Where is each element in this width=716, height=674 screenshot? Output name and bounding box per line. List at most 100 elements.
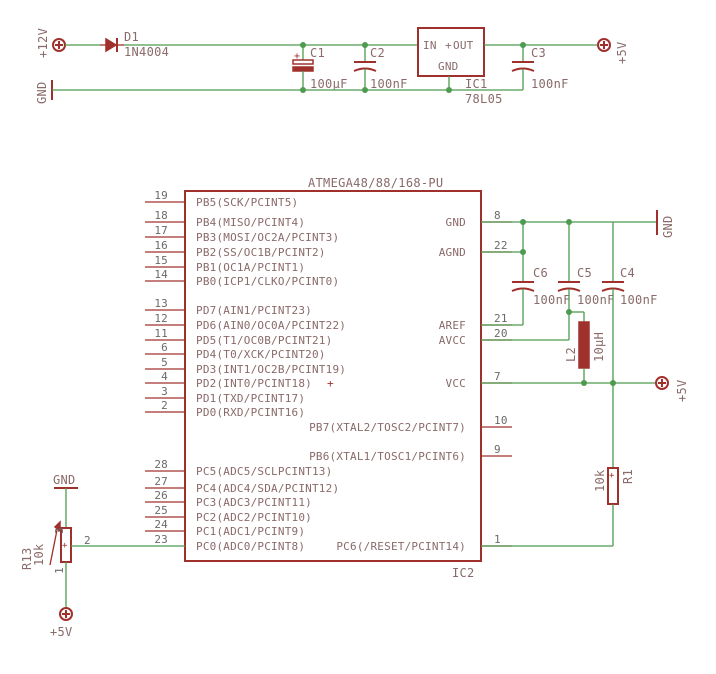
ic2-pin-label: PC6(/RESET/PCINT14) xyxy=(336,540,466,553)
ic2-pin-number: 17 xyxy=(154,224,168,237)
resistor-r1-ref: R1 xyxy=(621,469,635,484)
ic2-pin-label: AREF xyxy=(439,319,466,332)
inductor-l2-value: 10µH xyxy=(592,332,606,362)
ic2-pin-number: 15 xyxy=(154,254,168,267)
ic2-left-pins: 19PB5(SCK/PCINT5)18PB4(MISO/PCINT4)17PB3… xyxy=(145,189,346,553)
ic2-body xyxy=(184,190,482,562)
ic2-pin-label: PD2(INT0/PCINT18) xyxy=(196,377,312,390)
ic2-pin-number: 25 xyxy=(154,504,168,517)
supply-5v-label-pot: +5V xyxy=(50,625,73,639)
ic2-pin-label: PD3(INT1/OC2B/PCINT19) xyxy=(196,363,346,376)
ic2-pin-label: PD1(TXD/PCINT17) xyxy=(196,392,305,405)
ic1-pin-gnd: GND xyxy=(438,60,458,73)
ic2-pin-number: 10 xyxy=(494,414,508,427)
supply-12v-label: +12V xyxy=(36,28,50,58)
ic2-pin-number: 19 xyxy=(154,189,168,202)
ic2-pin-number: 20 xyxy=(494,327,508,340)
ic2-pin-label: GND xyxy=(446,216,466,229)
ic1-plus-mark: + xyxy=(445,39,452,52)
ic2-pin-number: 3 xyxy=(161,385,168,398)
capacitor-c3-value: 100nF xyxy=(531,77,569,91)
ic2-value: ATMEGA48/88/168-PU xyxy=(308,176,443,190)
capacitor-c1-value: 100µF xyxy=(310,77,348,91)
ic2-pin-label: PB2(SS/OC1B/PCINT2) xyxy=(196,246,326,259)
capacitor-c3 xyxy=(511,45,535,90)
supply-12v-symbol xyxy=(52,38,66,52)
gnd-label-right: GND xyxy=(661,215,675,238)
ic2-pin-number: 7 xyxy=(494,370,501,383)
ic2-pin-number: 22 xyxy=(494,239,508,252)
diode-d1-ref: D1 xyxy=(124,30,139,44)
ic2-pin-number: 6 xyxy=(161,341,168,354)
ic1-value: 78L05 xyxy=(465,92,503,106)
pd2-mark: + xyxy=(327,377,334,390)
ic2-pin-number: 27 xyxy=(154,475,168,488)
supply-5v-symbol-top xyxy=(597,38,611,52)
capacitor-c4-ref: C4 xyxy=(620,266,635,280)
ic2-pin-label: AGND xyxy=(439,246,466,259)
diode-d1 xyxy=(100,37,124,53)
capacitor-c5-ref: C5 xyxy=(577,266,592,280)
ic2-pin-number: 13 xyxy=(154,297,168,310)
junction xyxy=(446,87,452,93)
potentiometer-r13-pin1: 1 xyxy=(53,567,66,574)
power-supply-section: +12V D1 1N4004 + C1 100µF xyxy=(35,27,629,106)
ic2-pin-label: PD6(AIN0/OC0A/PCINT22) xyxy=(196,319,346,332)
ic2-pin-label: PC0(ADC0/PCINT8) xyxy=(196,540,305,553)
resistor-r1: + xyxy=(481,383,619,547)
ic2-pin-label: PC5(ADC5/SCLPCINT13) xyxy=(196,465,332,478)
mcu-section: ATMEGA48/88/168-PU IC2 19PB5(SCK/PCINT5)… xyxy=(20,176,689,639)
ic2-pin-label: PC1(ADC1/PCINT9) xyxy=(196,525,305,538)
junction xyxy=(300,87,306,93)
inductor-l2 xyxy=(578,312,590,383)
junction xyxy=(581,380,587,386)
capacitor-c2-ref: C2 xyxy=(370,46,385,60)
capacitor-c4-value: 100nF xyxy=(620,293,658,307)
ic1-ref: IC1 xyxy=(465,77,488,91)
ic2-pin-label: PB7(XTAL2/TOSC2/PCINT7) xyxy=(309,421,466,434)
ic2-pin-number: 5 xyxy=(161,356,168,369)
resistor-r1-value: 10k xyxy=(593,469,607,492)
ic2-pin-label: PB5(SCK/PCINT5) xyxy=(196,196,298,209)
svg-text:+: + xyxy=(609,471,615,481)
ic2-pin-number: 12 xyxy=(154,312,168,325)
capacitor-c3-ref: C3 xyxy=(531,46,546,60)
potentiometer-r13-value: 10k xyxy=(32,543,46,566)
gnd-label-top: GND xyxy=(35,81,49,104)
ic1-pin-in: IN xyxy=(423,39,437,52)
ic2-pin-label: PD0(RXD/PCINT16) xyxy=(196,406,305,419)
capacitor-c5 xyxy=(557,222,584,313)
potentiometer-r13-pin2: 2 xyxy=(84,534,91,547)
ic2-pin-label: PC2(ADC2/PCINT10) xyxy=(196,511,312,524)
capacitor-c2-value: 100nF xyxy=(370,77,408,91)
ic2-pin-number: 2 xyxy=(161,399,168,412)
potentiometer-r13-pin3: 3 xyxy=(53,527,66,534)
ic2-pin-number: 26 xyxy=(154,489,168,502)
svg-text:+: + xyxy=(62,541,68,551)
inductor-l2-ref: L2 xyxy=(564,347,578,362)
ic2-pin-label: PD5(T1/OC0B/PCINT21) xyxy=(196,334,332,347)
ic2-pin-label: PC4(ADC4/SDA/PCINT12) xyxy=(196,482,339,495)
ic2-pin-label: VCC xyxy=(446,377,466,390)
ic2-pin-number: 16 xyxy=(154,239,168,252)
capacitor-c1: + xyxy=(292,45,314,90)
ic2-pin-number: 18 xyxy=(154,209,168,222)
potentiometer-r13: + xyxy=(49,487,185,621)
